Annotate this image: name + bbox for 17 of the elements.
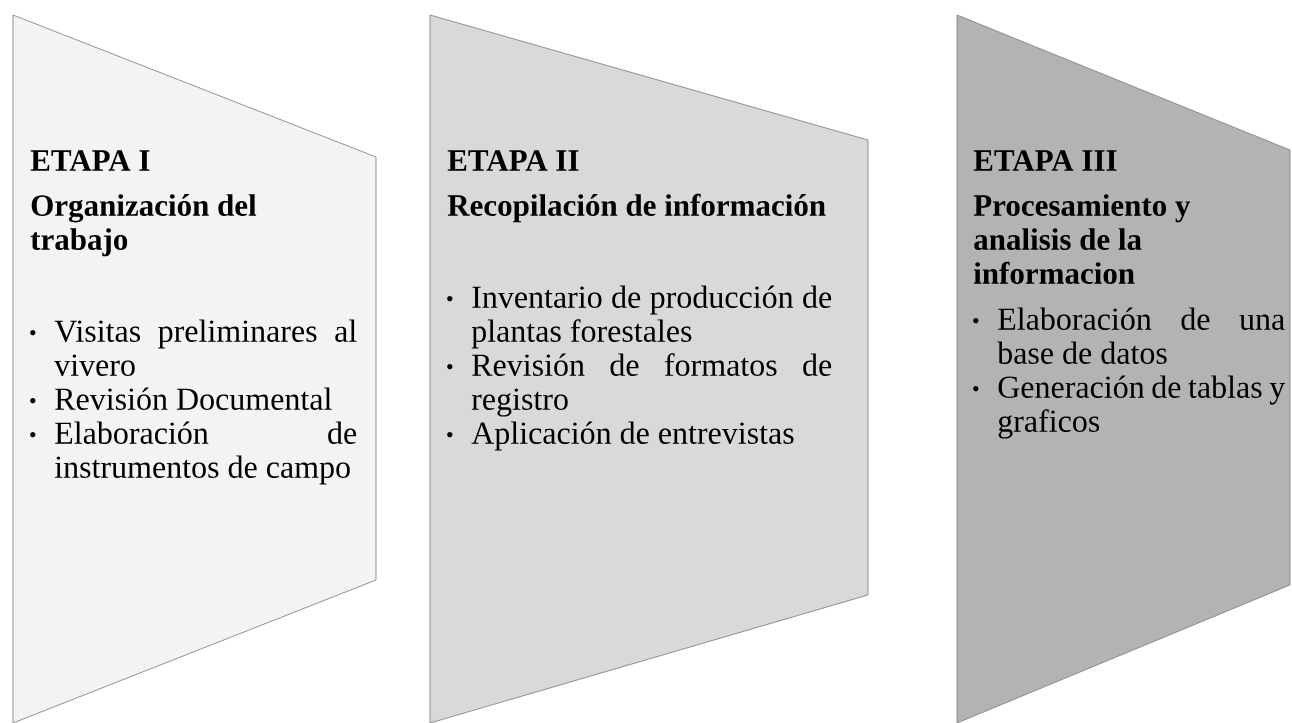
stage-title: Organización del trabajo: [30, 194, 257, 257]
bullet-item: Visitas preliminares al vivero: [30, 319, 357, 376]
stage-title: Procesamiento y analisis de la informacion: [973, 194, 1191, 284]
stage-panel: [429, 14, 869, 723]
stage-panel: [12, 14, 377, 723]
bullet-item: Revisión de formatos de registro: [447, 353, 832, 417]
stage-heading: ETAPA III: [973, 150, 1117, 171]
bullet-item: Revisión Documental: [30, 387, 332, 410]
bullet-item: Elaboración de una base de datos: [973, 307, 1285, 364]
stage-title: Recopilación de información: [447, 193, 826, 223]
stage-panel: [956, 14, 1291, 723]
stage-heading: ETAPA I: [30, 150, 150, 171]
bullet-item: Elaboración de instrumentos de campo: [30, 421, 357, 485]
bullet-item: Inventario de producción de plantas forestales: [447, 285, 832, 349]
bullet-item: Generación de tablas y graficos: [973, 375, 1286, 439]
bullet-item: Aplicación de entrevistas: [447, 421, 794, 451]
stage-heading: ETAPA II: [447, 150, 579, 171]
